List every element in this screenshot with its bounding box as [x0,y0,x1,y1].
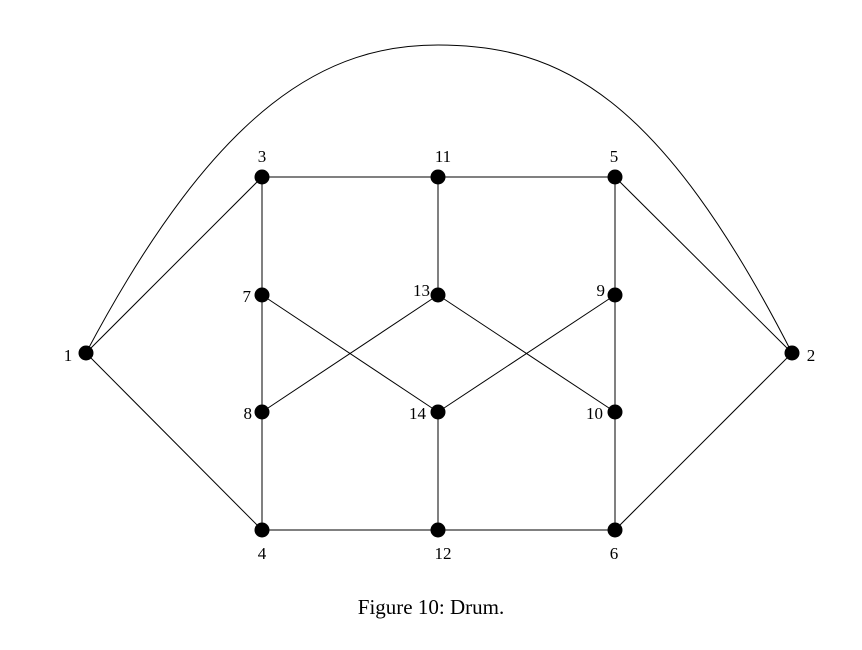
node-label-12: 12 [435,544,452,563]
node-6 [607,522,623,538]
edge-1-4 [85,352,263,531]
node-5 [607,169,623,185]
node-label-14: 14 [409,404,427,423]
node-1 [78,345,94,361]
node-label-13: 13 [413,281,430,300]
edges-layer [85,44,793,531]
node-label-9: 9 [597,281,606,300]
node-14 [430,404,446,420]
edge-2-6 [614,352,793,531]
edge-1-2 [85,44,793,354]
node-label-11: 11 [435,147,451,166]
node-4 [254,522,270,538]
node-9 [607,287,623,303]
node-3 [254,169,270,185]
node-label-2: 2 [807,346,816,365]
node-label-3: 3 [258,147,267,166]
node-2 [784,345,800,361]
edge-7-14 [261,294,439,413]
node-13 [430,287,446,303]
node-label-10: 10 [586,404,603,423]
edge-1-3 [85,176,263,354]
edge-2-5 [614,176,793,354]
nodes-layer [78,169,800,538]
node-label-5: 5 [610,147,619,166]
node-11 [430,169,446,185]
node-12 [430,522,446,538]
figure-caption: Figure 10: Drum. [357,595,505,619]
node-7 [254,287,270,303]
node-label-6: 6 [610,544,619,563]
node-label-4: 4 [258,544,267,563]
node-label-1: 1 [64,346,73,365]
edge-9-14 [437,294,616,413]
node-8 [254,404,270,420]
node-10 [607,404,623,420]
node-label-8: 8 [244,404,253,423]
node-label-7: 7 [243,287,252,306]
